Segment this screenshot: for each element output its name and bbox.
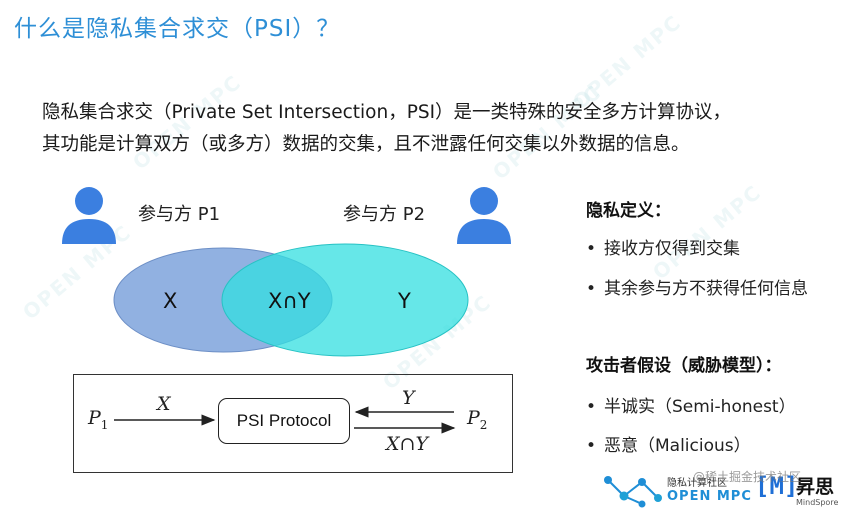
list-item: •半诚实（Semi-honest）	[586, 397, 796, 417]
mindspore-logo-cn: 昇思	[796, 476, 835, 498]
party-p2-symbol: P2	[467, 407, 488, 432]
bullet-icon: •	[586, 279, 597, 299]
open-mpc-logo-cn: 隐私计算社区	[667, 478, 727, 489]
bullet-icon: •	[586, 239, 597, 259]
protocol-diagram-frame	[73, 374, 513, 473]
page-title: 什么是隐私集合求交（PSI）？	[14, 16, 341, 42]
mindspore-logo-en: MindSpore	[796, 498, 839, 507]
intro-text: 隐私集合求交（Private Set Intersection，PSI）是一类特…	[42, 97, 842, 161]
footer-logos: 隐私计算社区 OPEN MPC [M] 昇思 MindSpore	[600, 470, 865, 511]
party-label-p2: 参与方 P2	[343, 204, 426, 225]
input-y-label: Y	[402, 387, 415, 409]
privacy-definition-heading: 隐私定义：	[586, 201, 671, 221]
network-logo-icon	[604, 476, 662, 508]
list-item: •恶意（Malicious）	[586, 436, 751, 456]
intro-line-2: 其功能是计算双方（或多方）数据的交集，且不泄露任何交集以外数据的信息。	[42, 134, 690, 155]
input-x-label: X	[157, 393, 171, 415]
party-label-p1: 参与方 P1	[138, 204, 221, 225]
output-intersection-label: X∩Y	[386, 433, 428, 455]
person-icon	[62, 187, 116, 244]
adversary-model-heading: 攻击者假设（威胁模型）：	[586, 356, 782, 376]
set-x-label: X	[163, 289, 178, 313]
person-icon	[457, 187, 511, 244]
source-credit: @稀土掘金技术社区	[693, 470, 802, 484]
bullet-icon: •	[586, 397, 597, 417]
set-y-label: Y	[398, 289, 411, 313]
psi-protocol-box: PSI Protocol	[218, 398, 350, 444]
bullet-icon: •	[586, 436, 597, 456]
list-item: •其余参与方不获得任何信息	[586, 279, 808, 299]
intro-line-1: 隐私集合求交（Private Set Intersection，PSI）是一类特…	[42, 102, 732, 123]
party-p1-symbol: P1	[88, 407, 109, 432]
set-y-ellipse	[221, 243, 469, 357]
open-mpc-logo-en: OPEN MPC	[667, 489, 752, 504]
intersection-label: X∩Y	[268, 289, 311, 313]
list-item: •接收方仅得到交集	[586, 239, 740, 259]
mindspore-logo-icon: [M]	[755, 472, 799, 500]
venn-diagram	[113, 243, 469, 357]
